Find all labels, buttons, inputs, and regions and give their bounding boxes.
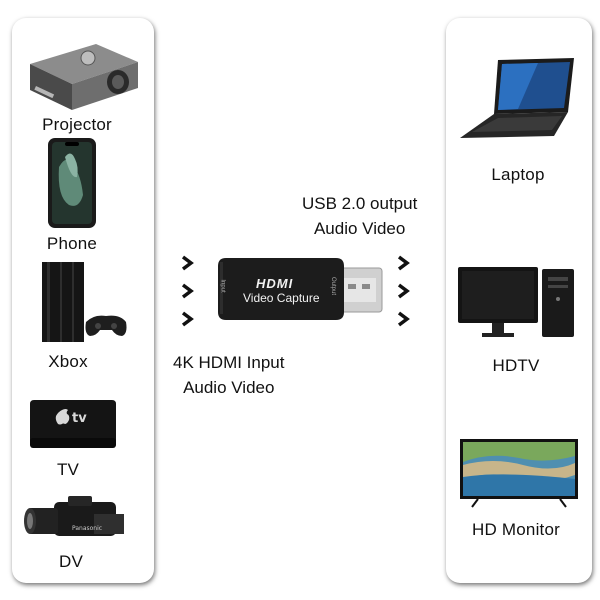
- phone-label: Phone: [46, 234, 98, 253]
- hdmi-input-text: 4K HDMI Input Audio Video: [173, 350, 285, 400]
- dv-label: DV: [58, 552, 84, 571]
- desktop-monitor-icon: [458, 267, 574, 337]
- monitor-icon: [460, 439, 578, 508]
- phone-icon: [48, 138, 96, 228]
- laptop-label: Laptop: [491, 165, 545, 184]
- projector-icon: [30, 44, 138, 110]
- laptop-icon: [460, 58, 574, 138]
- usb-output-text: USB 2.0 output Audio Video: [302, 191, 417, 241]
- capture-side-input: Input: [219, 279, 226, 293]
- capture-brand: HDMI: [256, 276, 294, 291]
- game-console-icon: [42, 262, 127, 342]
- projector-label: Projector: [42, 115, 112, 134]
- xbox-label: Xbox: [48, 352, 88, 371]
- svg-text:tv: tv: [72, 411, 87, 426]
- hd-monitor-label: HD Monitor: [472, 520, 560, 539]
- tv-label: TV: [56, 460, 80, 479]
- tv-box-icon: tv: [30, 400, 116, 448]
- output-arrow-icon: [397, 255, 410, 327]
- capture-name: Video Capture: [243, 291, 320, 305]
- input-line1: 4K HDMI Input: [173, 353, 285, 372]
- capture-side-output: Output: [330, 276, 337, 296]
- hdtv-label: HDTV: [492, 356, 540, 375]
- hdmi-capture-device: [218, 258, 383, 320]
- input-line2: Audio Video: [183, 378, 275, 397]
- svg-text:Panasonic: Panasonic: [72, 525, 102, 532]
- camcorder-icon: Panasonic: [24, 496, 124, 536]
- output-line1: USB 2.0 output: [302, 194, 418, 213]
- input-arrow-icon: [181, 255, 194, 327]
- output-line2: Audio Video: [313, 219, 406, 238]
